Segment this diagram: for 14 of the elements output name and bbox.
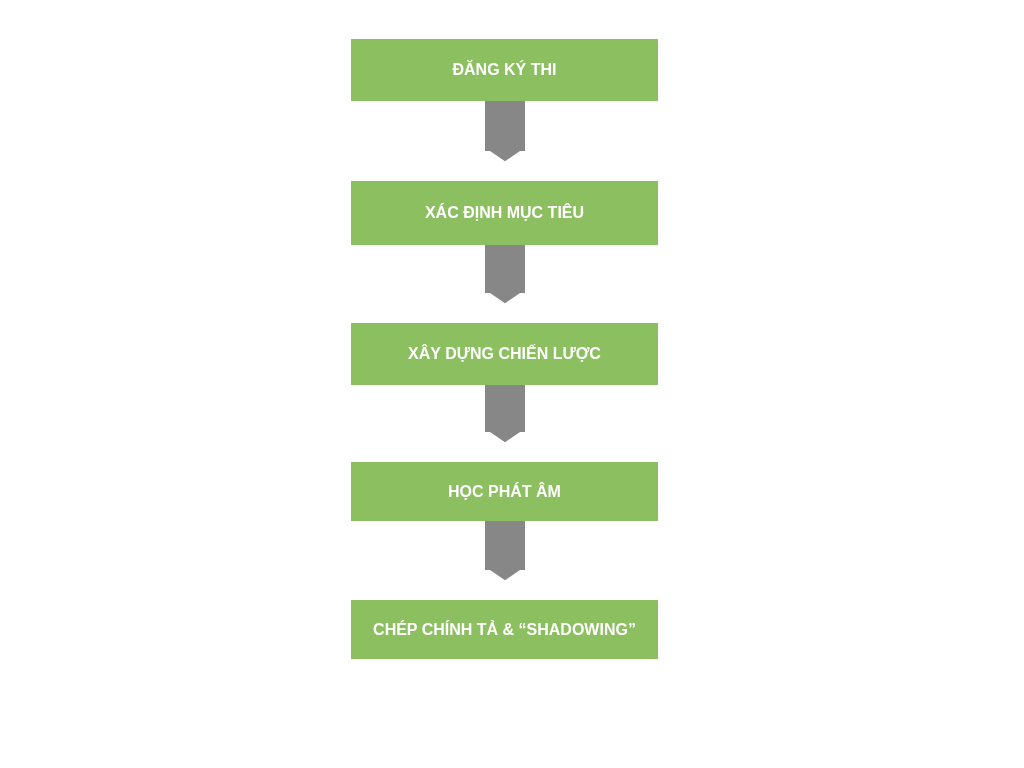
arrow [485,521,525,581]
step-label: XÂY DỰNG CHIẾN LƯỢC [408,344,601,364]
process-box [351,39,658,101]
step-label: CHÉP CHÍNH TẢ & “SHADOWING” [373,619,636,640]
step-label: HỌC PHÁT ÂM [448,481,561,502]
process-box [351,462,658,521]
process-box [351,600,658,659]
step-label: ĐĂNG KÝ THI [452,60,557,80]
arrow [485,245,525,304]
arrow [485,101,525,162]
arrow [485,385,525,443]
step-label: XÁC ĐỊNH MỤC TIÊU [424,203,585,223]
process-box [351,323,658,385]
process-box [351,181,658,245]
